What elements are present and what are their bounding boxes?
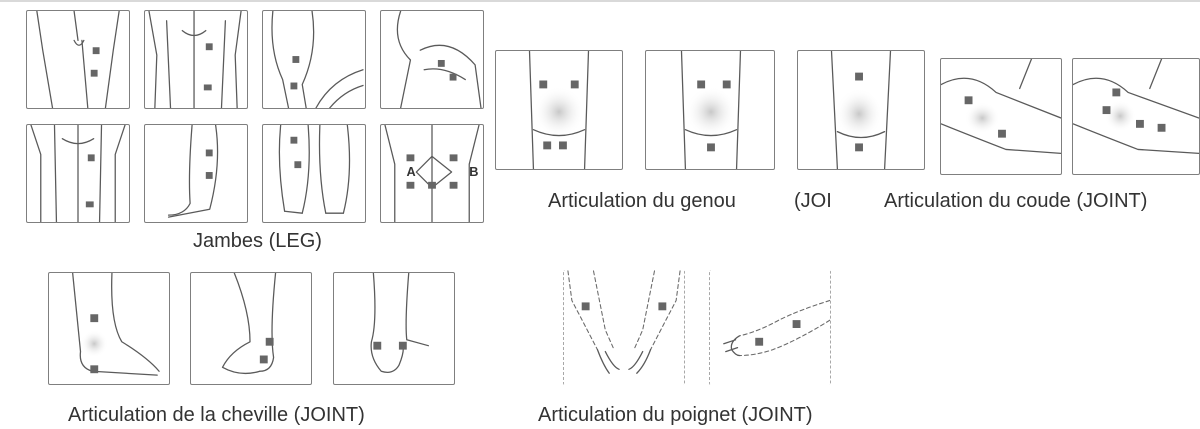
electrode-pad bbox=[90, 365, 98, 373]
electrode-pad bbox=[407, 154, 415, 161]
leg-front-shin-panel bbox=[26, 124, 130, 223]
electrode-pad bbox=[90, 314, 98, 322]
electrode-pad bbox=[399, 342, 407, 350]
ankle-panel-1 bbox=[48, 272, 170, 385]
leg-side-thigh-panel bbox=[262, 10, 366, 109]
electrode-pad bbox=[723, 81, 731, 89]
knee-panel-2 bbox=[645, 50, 775, 170]
elbow-panel-1 bbox=[940, 58, 1062, 175]
electrode-pad bbox=[206, 43, 213, 50]
leg-knee-ab-panel: A B bbox=[380, 124, 484, 223]
electrode-pad bbox=[294, 161, 301, 168]
caption-elbow: Articulation du coude (JOINT) bbox=[884, 190, 1147, 213]
electrode-pad bbox=[206, 172, 213, 179]
caption-knee: Articulation du genou bbox=[548, 190, 736, 213]
electrode-pad bbox=[998, 130, 1006, 138]
marker-b: B bbox=[469, 164, 478, 179]
top-divider bbox=[0, 0, 1200, 2]
electrode-pad bbox=[755, 338, 763, 346]
electrode-pad bbox=[206, 149, 213, 156]
electrode-pad bbox=[965, 96, 973, 104]
electrode-pad bbox=[855, 143, 863, 151]
electrode-pad bbox=[91, 70, 98, 77]
wrist-panel-1 bbox=[563, 270, 685, 385]
electrode-pad bbox=[571, 81, 579, 89]
electrode-pad bbox=[793, 320, 801, 328]
caption-leg: Jambes (LEG) bbox=[193, 230, 322, 253]
electrode-pad bbox=[559, 141, 567, 149]
electrode-pad bbox=[582, 302, 590, 310]
knee-panel-1 bbox=[495, 50, 623, 170]
electrode-pad bbox=[855, 73, 863, 81]
electrode-pad bbox=[450, 182, 458, 189]
elbow-panel-2 bbox=[1072, 58, 1200, 175]
electrode-pad bbox=[290, 83, 297, 90]
ankle-panel-3 bbox=[333, 272, 455, 385]
caption-wrist: Articulation du poignet (JOINT) bbox=[538, 404, 813, 427]
electrode-pad bbox=[88, 154, 95, 161]
wrist-panel-2 bbox=[709, 270, 831, 385]
leg-back-calf-panel bbox=[262, 124, 366, 223]
knee-panel-3 bbox=[797, 50, 925, 170]
electrode-pad bbox=[658, 302, 666, 310]
electrode-pad bbox=[204, 84, 212, 90]
electrode-pad bbox=[373, 342, 381, 350]
electrode-pad bbox=[543, 141, 551, 149]
leg-back-thigh-panel bbox=[380, 10, 484, 109]
electrode-pad bbox=[407, 182, 415, 189]
ankle-panel-2 bbox=[190, 272, 312, 385]
electrode-pad bbox=[539, 81, 547, 89]
leg-front-full-panel bbox=[144, 10, 248, 109]
caption-knee-cut: (JOI bbox=[794, 190, 832, 213]
marker-a: A bbox=[407, 164, 416, 179]
electrode-pad bbox=[93, 47, 100, 54]
electrode-pad bbox=[86, 201, 94, 207]
electrode-pad bbox=[1103, 106, 1111, 114]
electrode-pad bbox=[266, 338, 274, 346]
electrode-pad bbox=[707, 143, 715, 151]
electrode-pad bbox=[450, 154, 458, 161]
electrode-pad bbox=[1112, 88, 1120, 96]
electrode-pad bbox=[260, 356, 268, 364]
electrode-pad bbox=[1158, 124, 1166, 132]
electrode-pad bbox=[438, 60, 445, 67]
electrode-pad bbox=[428, 182, 436, 189]
leg-front-thigh-panel bbox=[26, 10, 130, 109]
leg-side-calf-panel bbox=[144, 124, 248, 223]
electrode-pad bbox=[697, 81, 705, 89]
electrode-pad bbox=[292, 56, 299, 63]
electrode-pad bbox=[290, 137, 297, 144]
caption-ankle: Articulation de la cheville (JOINT) bbox=[68, 404, 365, 427]
electrode-pad bbox=[450, 74, 457, 81]
electrode-pad bbox=[1136, 120, 1144, 128]
